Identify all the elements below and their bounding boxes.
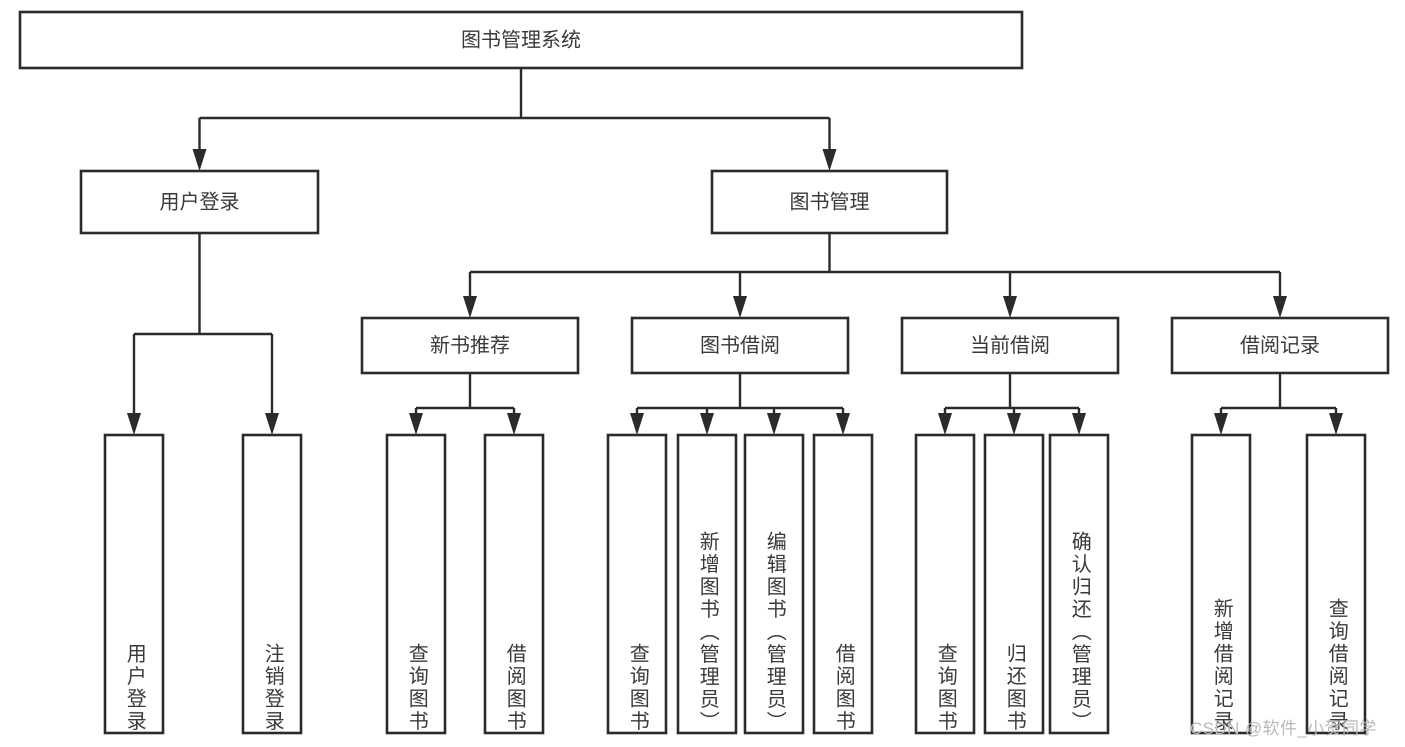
- leaf-box-rect-4: [606, 433, 668, 735]
- arrow-to-leaf-0-1: [265, 413, 279, 435]
- node-label-l3-2: 当前借阅: [970, 334, 1050, 357]
- node-box-l3-0: [360, 316, 580, 375]
- connector-layer: [127, 68, 1343, 435]
- node-box-l3-2: [900, 316, 1120, 375]
- arrow-to-leaf-2-1: [700, 413, 714, 435]
- arrow-to-leaf-3-2: [1072, 413, 1086, 435]
- leaf-box-rect-1: [241, 433, 303, 735]
- arrow-to-l3-2: [1003, 296, 1017, 318]
- node-label-l2-0: 用户登录: [160, 190, 240, 213]
- node-box-l3-1: [630, 316, 850, 375]
- node-box-layer: [18, 10, 1390, 735]
- node-label-l3-3: 借阅记录: [1240, 334, 1320, 357]
- node-box-l2-1: [710, 169, 949, 235]
- leaf-box-rect-0: [103, 433, 165, 735]
- node-label-l2-1: 图书管理: [790, 190, 870, 213]
- leaf-box-rect-3: [483, 433, 545, 735]
- arrow-to-leaf-4-0: [1214, 413, 1228, 435]
- arrow-to-l2-1: [822, 149, 837, 171]
- leaf-box-rect-8: [914, 433, 976, 735]
- arrow-to-leaf-1-0: [409, 413, 423, 435]
- arrow-to-leaf-2-2: [767, 413, 781, 435]
- leaf-box-rect-2: [385, 433, 447, 735]
- node-box-root: [18, 10, 1024, 70]
- leaf-box-rect-7: [812, 433, 874, 735]
- node-box-l2-0: [79, 169, 320, 235]
- leaf-box-rect-9: [983, 433, 1045, 735]
- leaf-box-rect-12: [1305, 433, 1367, 735]
- arrow-to-l3-1: [733, 296, 747, 318]
- watermark-text: CSDN @软件_小贺同学: [1190, 719, 1377, 738]
- leaf-box-rect-6: [743, 433, 805, 735]
- arrow-to-leaf-4-1: [1329, 413, 1343, 435]
- node-label-l3-0: 新书推荐: [430, 334, 510, 357]
- arrow-to-l3-3: [1273, 296, 1287, 318]
- arrow-to-leaf-0-0: [127, 413, 141, 435]
- node-label-root: 图书管理系统: [461, 28, 581, 51]
- leaf-box-rect-10: [1048, 433, 1110, 735]
- arrow-to-l2-0: [192, 149, 207, 171]
- arrow-to-leaf-3-0: [938, 413, 952, 435]
- leaf-box-rect-11: [1190, 433, 1252, 735]
- leaf-box-rect-5: [676, 433, 738, 735]
- arrow-to-leaf-3-1: [1007, 413, 1021, 435]
- node-box-l3-3: [1170, 316, 1390, 375]
- arrow-to-leaf-2-3: [836, 413, 850, 435]
- arrow-to-leaf-1-1: [507, 413, 521, 435]
- arrow-to-leaf-2-0: [630, 413, 644, 435]
- node-label-l3-1: 图书借阅: [700, 334, 780, 357]
- arrow-to-l3-0: [463, 296, 477, 318]
